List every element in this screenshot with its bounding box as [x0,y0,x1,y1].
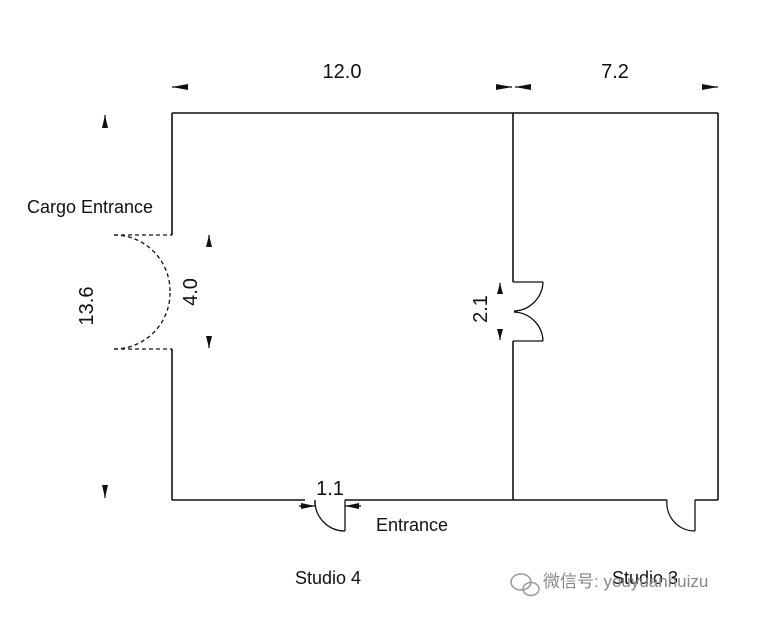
watermark: 微信号: youyuanhuizu [510,572,708,597]
cargo-door-dimension: 4.0 [180,278,202,306]
interior-door-dimension: 2.1 [470,295,492,323]
studio4-label: Studio 4 [295,568,361,588]
top-dimension-arrows [172,84,718,90]
cargo-entrance-label: Cargo Entrance [27,197,153,217]
depth-dimension-arrows [102,115,108,498]
studio3-width-dimension: 7.2 [601,61,629,83]
cargo-entrance-door [113,234,172,350]
studio4-width-dimension: 12.0 [323,61,362,83]
entrance-door-dimension-arrows [299,503,361,509]
watermark-text: 微信号: youyuanhuizu [543,572,708,591]
entrance-door [314,499,346,532]
interior-door [513,281,544,342]
cargo-door-dimension-arrows [206,235,212,348]
depth-dimension: 13.6 [76,287,98,326]
entrance-door-dimension: 1.1 [316,478,344,500]
interior-door-dimension-arrows [497,283,503,340]
wechat-icon [510,573,540,597]
studio3-label: Studio 3 [612,568,678,588]
entrance-label: Entrance [376,515,448,535]
studio3-door [666,499,696,532]
